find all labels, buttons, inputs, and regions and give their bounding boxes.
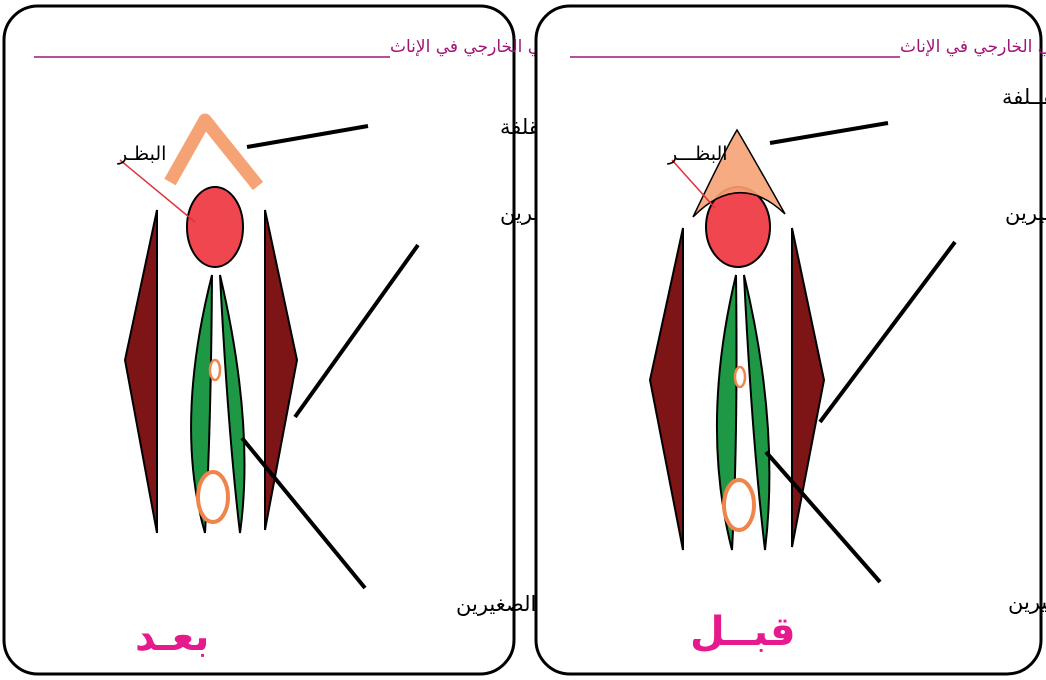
right-label-hood: القــلفة [1002,85,1046,109]
left-clitoris [187,187,243,267]
right-vaginal-opening [724,480,754,530]
left-panel-frame [4,6,514,674]
left-vaginal-opening [198,472,228,522]
right-urethral-opening [735,367,745,387]
right-panel-title: الجهاز التناسلي الخارجي في الإناث [900,37,1046,57]
left-badge-after: بعـد [135,614,209,660]
right-label-clitoris: البظـــر [667,143,728,165]
right-panel: الجهاز التناسلي الخارجي في الإناث القــل… [536,6,1046,674]
right-label-majora: الشفرين الكبيرين [1005,201,1046,225]
left-urethral-opening [210,360,220,380]
right-badge-before: قبــل [690,609,796,655]
right-label-minora: الشفرين الصغيرين [1008,590,1046,614]
left-label-clitoris: البظـر [117,143,166,165]
right-panel-frame [536,6,1041,674]
